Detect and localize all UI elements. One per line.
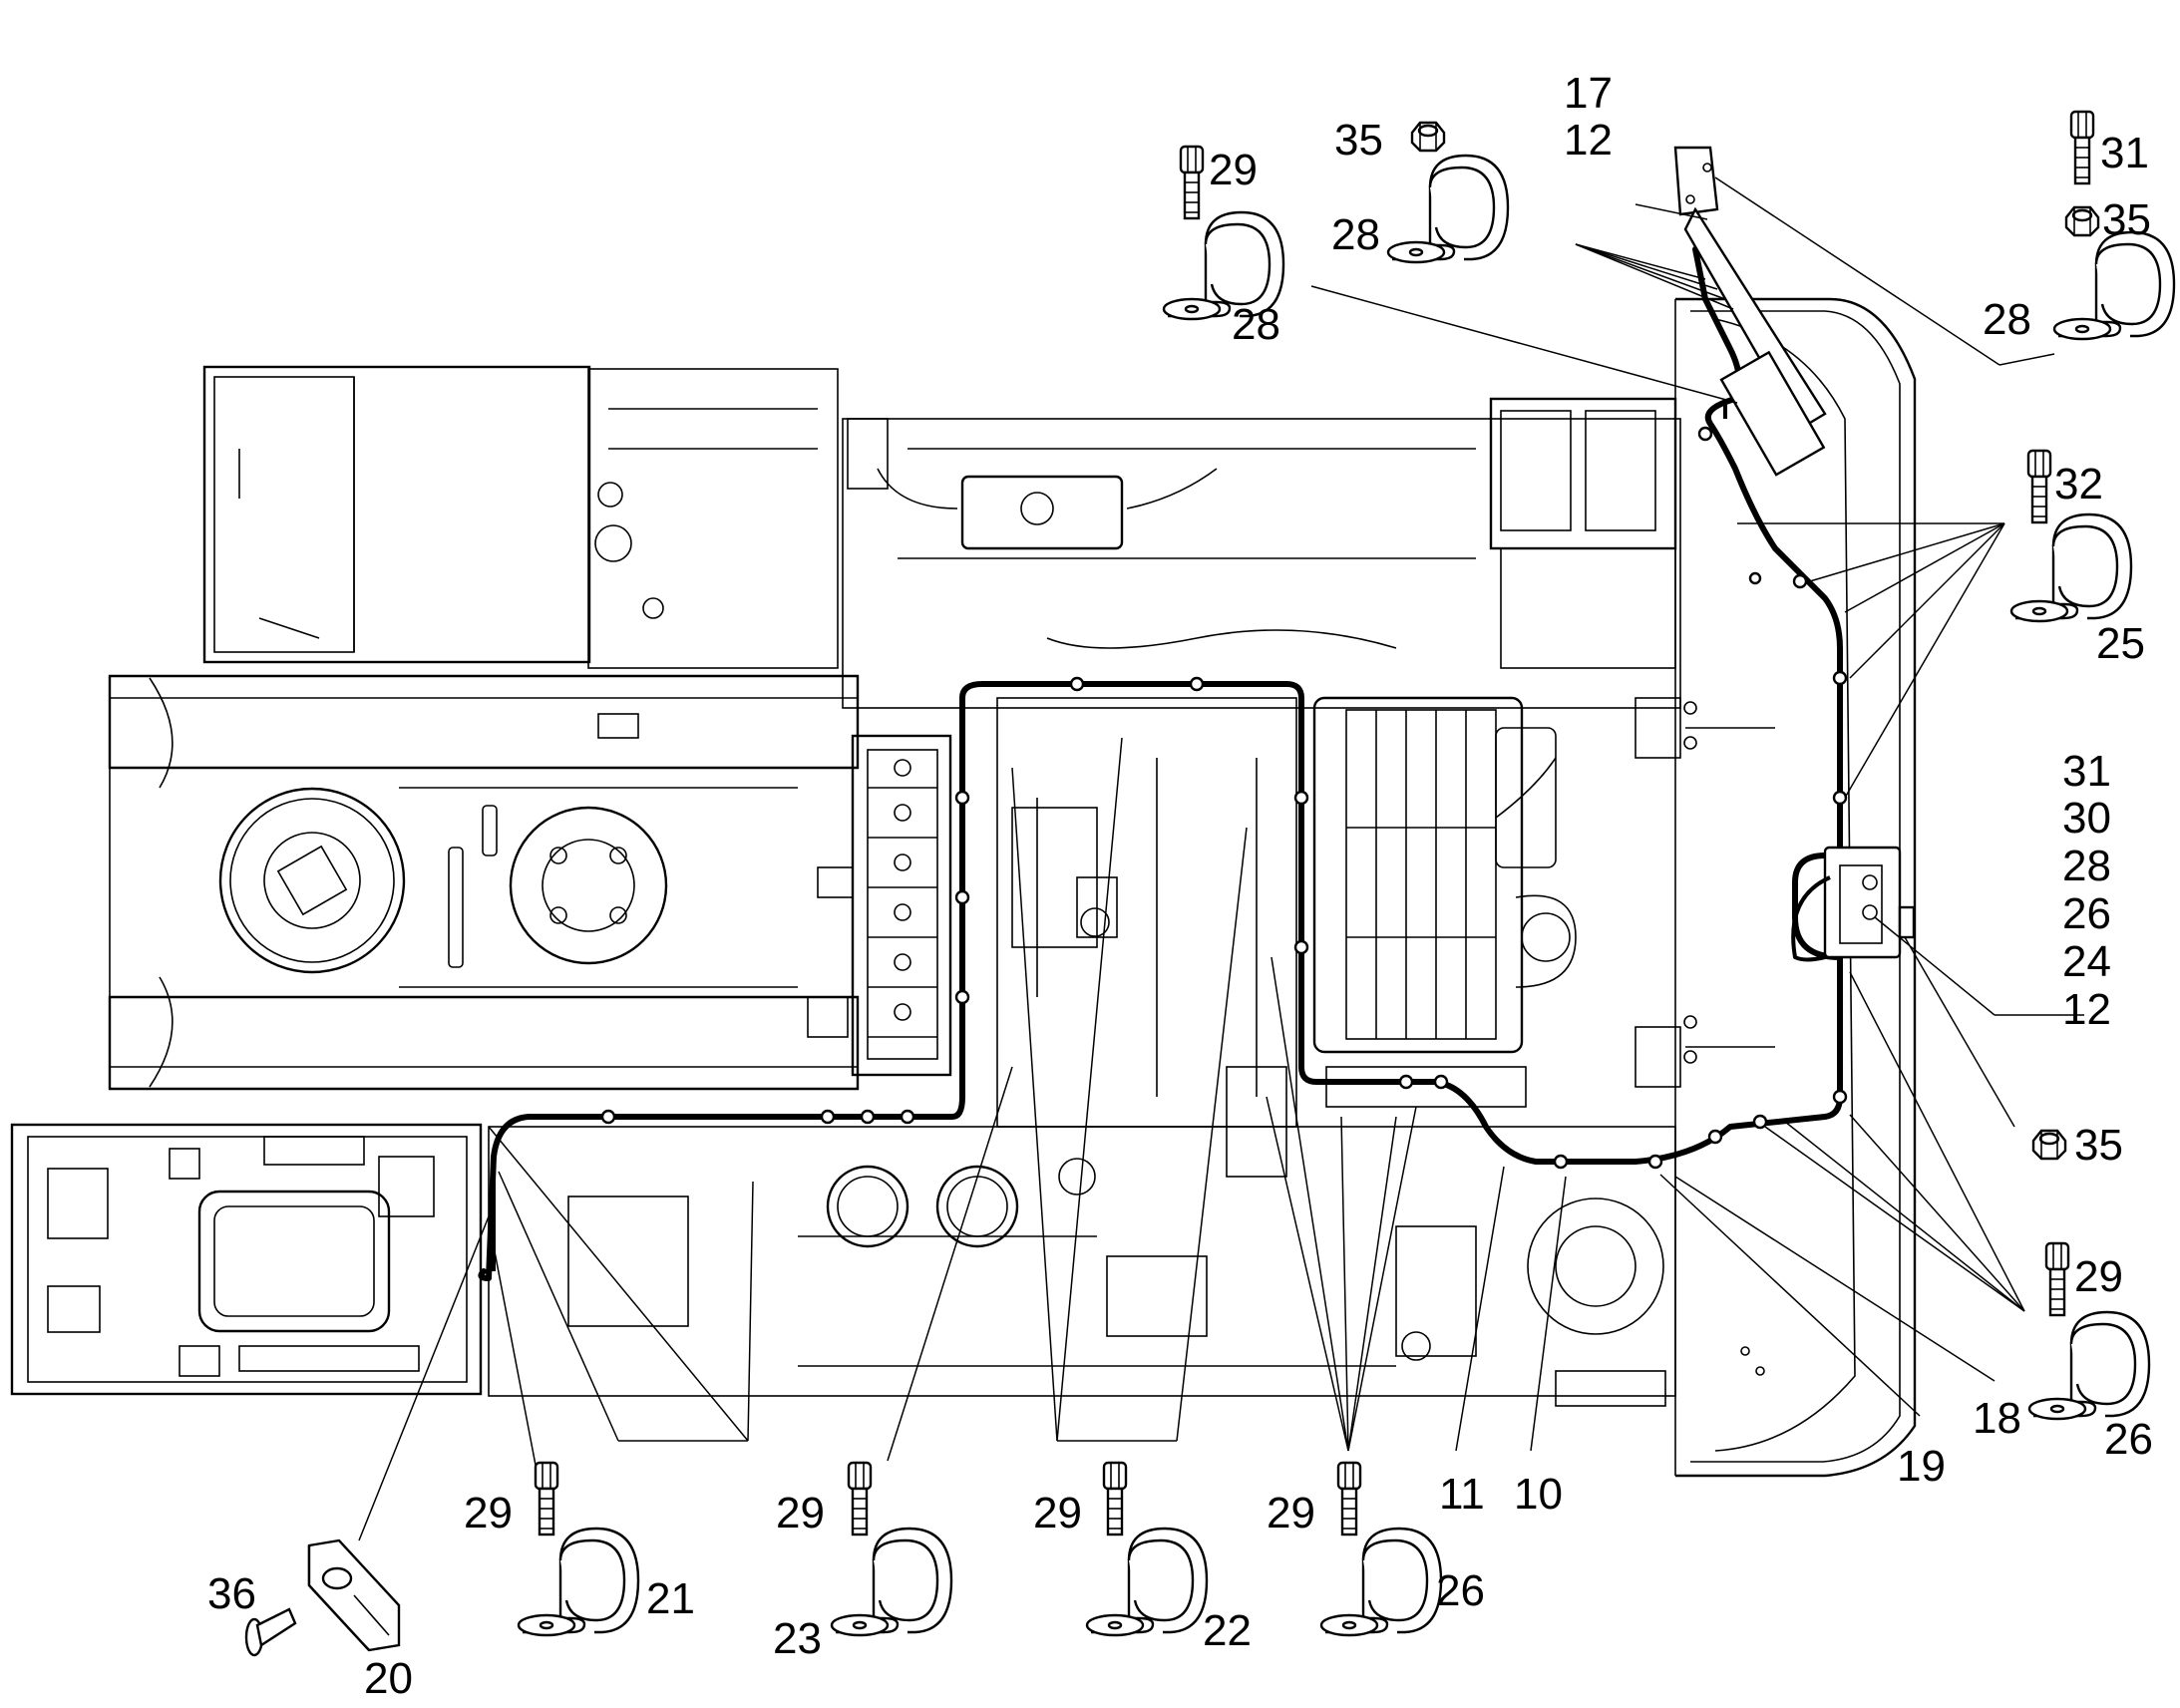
hose-routing <box>478 246 1848 1281</box>
callout-26: 26 <box>1436 1566 1485 1615</box>
callout-26: 26 <box>2062 889 2111 938</box>
callout-18: 18 <box>1973 1394 2021 1443</box>
hose-main-run <box>478 246 1843 1281</box>
hose-clamp-icon <box>2052 230 2176 341</box>
screw-icon <box>244 1607 297 1657</box>
cap-screw-icon <box>2044 1241 2070 1317</box>
callout-28: 28 <box>2062 842 2111 890</box>
cap-screw-icon <box>1179 145 1205 220</box>
callout-25: 25 <box>2096 619 2145 668</box>
cap-screw-icon <box>534 1461 559 1537</box>
hose-clamp-icon <box>1386 154 1510 264</box>
hydraulic-area-outline <box>842 397 1681 709</box>
callout-23: 23 <box>773 1614 822 1663</box>
cab-outline <box>10 1123 483 1396</box>
callout-36: 36 <box>207 1569 256 1618</box>
hose-clamp-icon <box>1085 1527 1209 1637</box>
callout-29: 29 <box>1267 1489 1315 1537</box>
callout-12: 12 <box>1564 116 1613 165</box>
cap-screw-icon <box>1102 1461 1128 1537</box>
bracket-assembly-right <box>1791 846 1916 962</box>
callout-21: 21 <box>646 1574 695 1623</box>
cap-screw-icon <box>2026 449 2052 524</box>
callout-28: 28 <box>1232 300 1280 349</box>
callout-12: 12 <box>2062 985 2111 1034</box>
hex-nut-icon <box>2064 205 2100 237</box>
cap-screw-icon <box>2069 110 2095 185</box>
hose-clamp-icon <box>2027 1310 2151 1421</box>
track-frame-outline <box>108 674 860 1091</box>
cap-screw-icon <box>847 1461 873 1537</box>
callout-22: 22 <box>1203 1606 1252 1655</box>
callout-35: 35 <box>1334 116 1383 165</box>
cap-screw-icon <box>1336 1461 1362 1537</box>
callout-29: 29 <box>1033 1489 1082 1537</box>
callout-31: 31 <box>2062 747 2111 796</box>
hex-nut-icon <box>2031 1129 2067 1161</box>
callout-35: 35 <box>2074 1121 2123 1170</box>
callout-24: 24 <box>2062 937 2111 986</box>
callout-28: 28 <box>1983 295 2031 344</box>
bracket-assembly-17 <box>1673 146 1827 477</box>
callout-19: 19 <box>1897 1442 1946 1491</box>
machine-frame <box>10 297 1917 1478</box>
callout-31: 31 <box>2100 129 2149 177</box>
callout-35: 35 <box>2102 195 2151 244</box>
lower-deck-outline <box>488 1066 1676 1407</box>
engine-outline <box>1312 696 1681 1108</box>
callout-29: 29 <box>2074 1252 2123 1301</box>
fuel-tank-outline <box>202 365 839 739</box>
callout-29: 29 <box>776 1489 825 1537</box>
hose-clamp-icon <box>517 1527 640 1637</box>
hose-clamp-icon <box>2009 512 2133 623</box>
callout-29: 29 <box>1209 146 1258 194</box>
hex-nut-icon <box>1410 121 1446 153</box>
leader-lines <box>358 176 2084 1541</box>
hose-clamp-icon <box>1319 1527 1443 1637</box>
callout-20: 20 <box>364 1654 413 1703</box>
bracket-icon <box>307 1538 401 1652</box>
callout-11: 11 <box>1439 1470 1485 1519</box>
callout-labels: 17 12 12 35 28 29 28 31 35 28 32 25 31 3… <box>207 69 2153 1703</box>
callout-10: 10 <box>1514 1470 1563 1519</box>
callout-32: 32 <box>2054 460 2103 509</box>
callout-30: 30 <box>2062 794 2111 843</box>
callout-17: 17 <box>1564 69 1613 118</box>
valve-block-outline <box>807 734 952 1077</box>
callout-28: 28 <box>1331 210 1380 259</box>
hose-clamp-icon <box>830 1527 953 1637</box>
callout-29: 29 <box>464 1489 513 1537</box>
callout-26: 26 <box>2104 1415 2153 1464</box>
pump-area-outline <box>996 697 1297 1128</box>
